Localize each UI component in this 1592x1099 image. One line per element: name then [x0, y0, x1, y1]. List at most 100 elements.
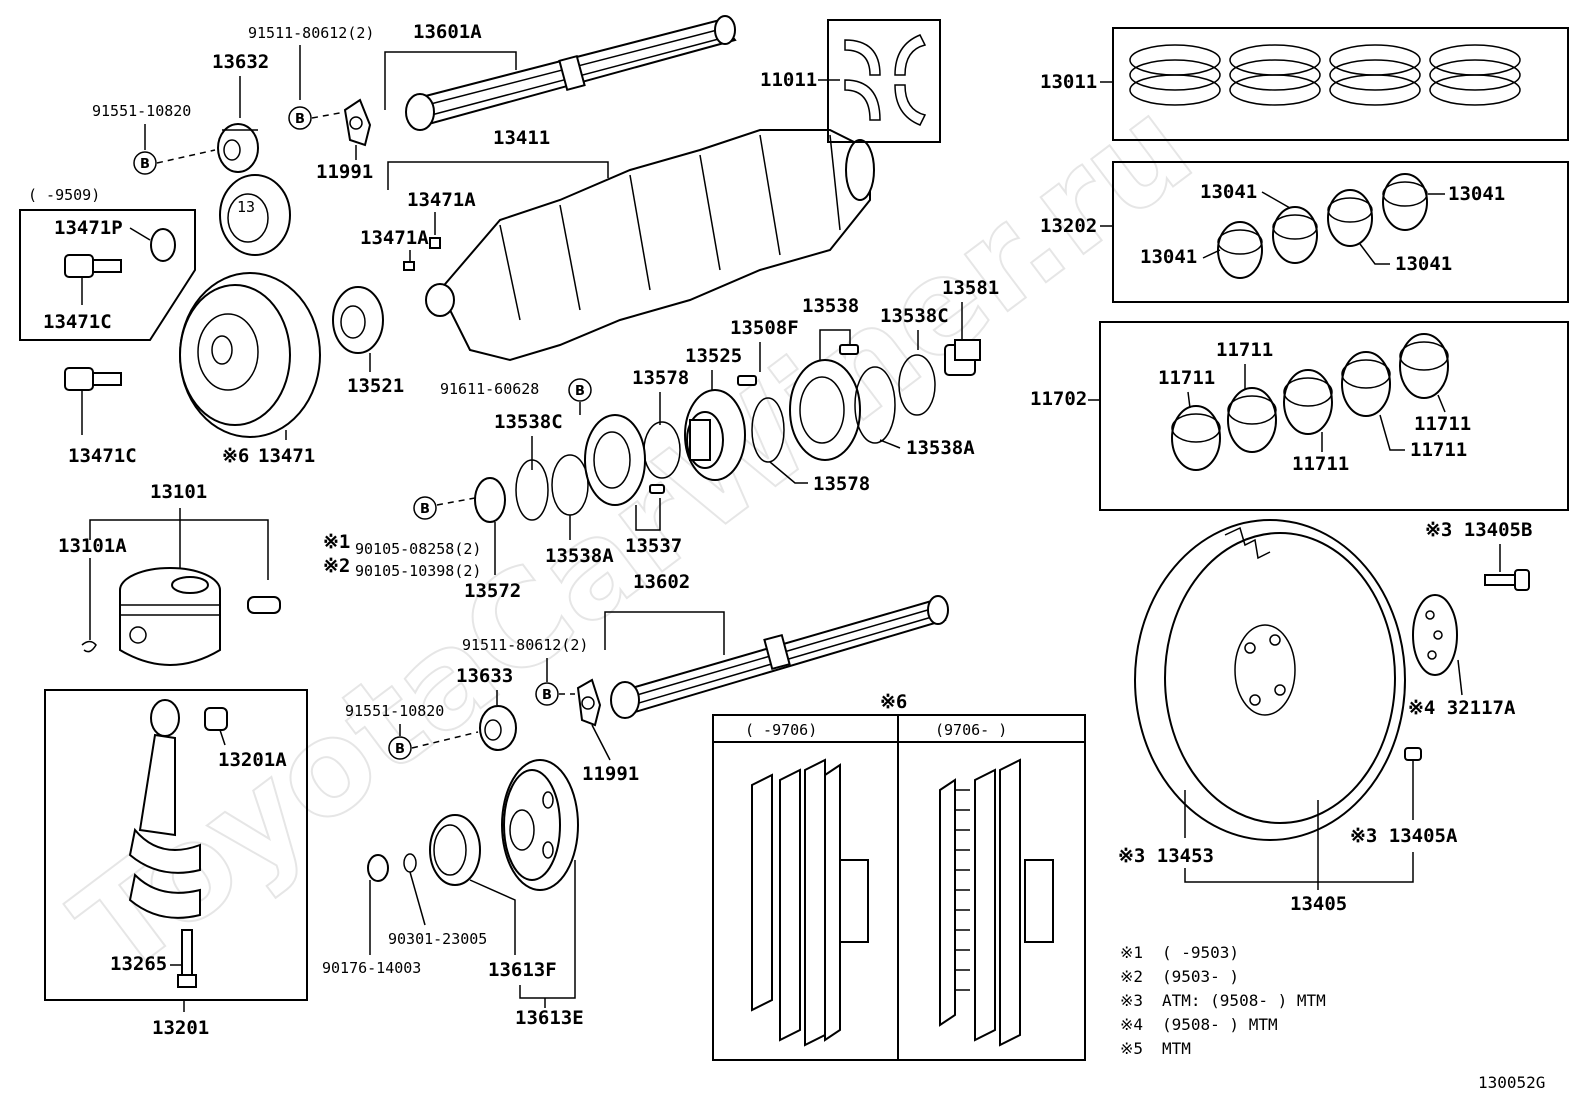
label-90301-23005: 90301-23005 — [388, 930, 487, 948]
label-13581: 13581 — [942, 277, 999, 299]
cam-gear-13633[interactable] — [479, 705, 517, 751]
footnote-text: ATM: (9508- ) MTM — [1162, 991, 1326, 1010]
label-13405B: ※3 13405B — [1425, 519, 1532, 541]
label-13411: 13411 — [493, 127, 550, 149]
cam-pulley-13613F[interactable] — [501, 759, 579, 891]
bushing-13201A[interactable] — [204, 707, 228, 731]
gear-13525[interactable] — [684, 389, 746, 481]
snap-ring-13538A-a[interactable] — [854, 366, 896, 444]
thrust-plate-11991-a[interactable] — [343, 98, 372, 147]
bolt-badge-b: B — [133, 151, 157, 175]
washer-13471P[interactable] — [150, 228, 176, 262]
group-box-13201 — [44, 689, 308, 1001]
label-11711-b: 11711 — [1216, 339, 1273, 361]
label-13041-c: 13041 — [1140, 246, 1197, 268]
label-91551-10820-b: 91551-10820 — [345, 702, 444, 720]
label-13202: 13202 — [1040, 215, 1097, 237]
label-13471A-a: 13471A — [407, 189, 476, 211]
connecting-rod[interactable] — [128, 699, 201, 919]
svg-text:B: B — [295, 112, 305, 127]
label-13537: 13537 — [625, 535, 682, 557]
svg-text:13: 13 — [237, 198, 255, 216]
footnote-mark: ※3 — [1120, 991, 1143, 1010]
label-13471A-b: 13471A — [360, 227, 429, 249]
label-13521: 13521 — [347, 375, 404, 397]
label-x6-b: ※6 — [880, 691, 907, 713]
label-11711-a: 11711 — [1158, 367, 1215, 389]
label-13633: 13633 — [456, 665, 513, 687]
footnote-mark: ※5 — [1120, 1039, 1143, 1058]
timing-gear[interactable]: 13 — [219, 174, 291, 256]
piston-pin[interactable] — [247, 596, 281, 614]
piston-pin-clip[interactable] — [81, 640, 97, 653]
drawing-code: 130052G — [1478, 1073, 1545, 1092]
pin-13538[interactable] — [839, 344, 859, 355]
plug-90176[interactable] — [367, 854, 389, 882]
pin-13537[interactable] — [649, 484, 665, 494]
snap-ring-13578-b[interactable] — [751, 397, 785, 463]
snap-ring-13538C-a[interactable] — [898, 354, 936, 416]
footnote-text: (9503- ) — [1162, 967, 1239, 986]
label-x6-a: ※6 — [222, 445, 249, 467]
label-13578-a: 13578 — [632, 367, 689, 389]
thrust-washers-11011[interactable] — [844, 34, 927, 126]
label-13578-b: 13578 — [813, 473, 870, 495]
label-13538A-a: 13538A — [906, 437, 975, 459]
label-13471C-b: 13471C — [68, 445, 137, 467]
main-bearings-11711[interactable] — [1171, 333, 1449, 471]
plate-32117A[interactable] — [1412, 594, 1458, 676]
key-13508F[interactable] — [737, 375, 757, 386]
footnote-text: ( -9503) — [1162, 943, 1239, 962]
flywheel-13405[interactable] — [1134, 519, 1406, 841]
bolt-13471C-a[interactable] — [64, 254, 122, 278]
label-13453: ※3 13453 — [1118, 845, 1214, 867]
label-13405: 13405 — [1290, 893, 1347, 915]
svg-text:B: B — [542, 688, 552, 703]
piston-rings-13011[interactable] — [1129, 44, 1521, 106]
bolt-13265[interactable] — [177, 929, 197, 988]
oil-pump-plate[interactable] — [584, 414, 646, 506]
camshaft-13602[interactable] — [610, 595, 949, 719]
label-13101: 13101 — [150, 481, 207, 503]
label-13602: 13602 — [633, 571, 690, 593]
washer-90301[interactable] — [403, 853, 417, 873]
rod-bearings-13041[interactable] — [1217, 173, 1428, 279]
group-box-9509 — [19, 209, 196, 341]
camshaft-13601A[interactable] — [405, 15, 737, 131]
pin-13405A[interactable] — [1404, 747, 1422, 761]
column-header-2: (9706- ) — [935, 721, 1007, 739]
pulley-variant-1 — [751, 758, 869, 1047]
label-90105-08258: 90105-08258(2) — [355, 540, 481, 558]
cam-gear-13632[interactable] — [217, 123, 259, 173]
gear-13538-large[interactable] — [789, 359, 861, 461]
label-13041-b: 13041 — [1448, 183, 1505, 205]
label-13613F: 13613F — [488, 959, 557, 981]
piston-13101[interactable] — [119, 567, 221, 666]
footnote-mark: ※4 — [1120, 1015, 1143, 1034]
bolt-13471C-b[interactable] — [64, 367, 122, 391]
label-91551-10820-a: 91551-10820 — [92, 102, 191, 120]
crank-pulley-13471[interactable] — [179, 272, 321, 438]
label-13538: 13538 — [802, 295, 859, 317]
label-13471C-a: 13471C — [43, 311, 112, 333]
group-box-11702 — [1099, 321, 1569, 511]
crank-gear-13521[interactable] — [332, 286, 384, 354]
footnote-mark: ※1 — [1120, 943, 1143, 962]
label-13632: 13632 — [212, 51, 269, 73]
crankshaft-13411[interactable] — [425, 129, 875, 362]
label-11991-b: 11991 — [582, 763, 639, 785]
thrust-plate-11991-b[interactable] — [576, 678, 602, 727]
plate-13572[interactable] — [474, 477, 506, 523]
bolt-badge-b: B — [568, 378, 592, 402]
key-13471A[interactable] — [403, 237, 441, 271]
label-13011: 13011 — [1040, 71, 1097, 93]
group-box-13011 — [1112, 27, 1569, 141]
bolt-13405B[interactable] — [1484, 569, 1530, 591]
label-91511-80612-a: 91511-80612(2) — [248, 24, 374, 42]
snap-ring-13538C-b[interactable] — [515, 459, 549, 521]
oil-seal[interactable] — [429, 814, 481, 886]
label-13508F: 13508F — [730, 317, 799, 339]
sensor-13581[interactable] — [944, 339, 981, 376]
